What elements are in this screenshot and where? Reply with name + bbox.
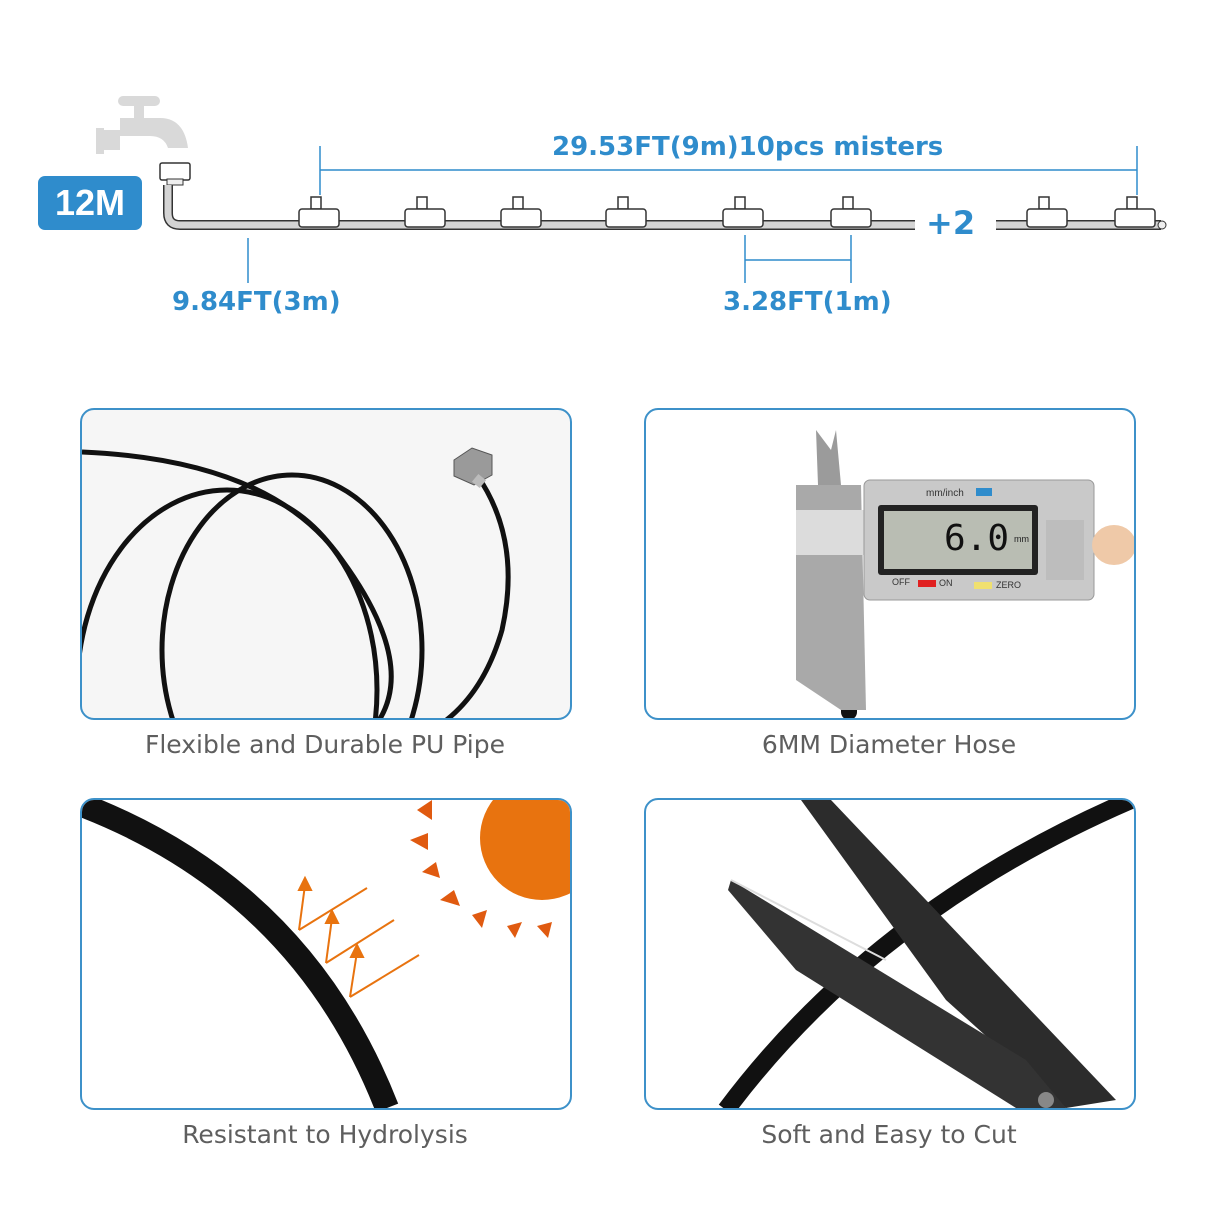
spacing-label: 3.28FT(1m)	[723, 287, 892, 317]
caliper-zero-label: ZERO	[996, 580, 1022, 590]
caliper-unit-toggle-label: mm/inch	[926, 488, 964, 499]
hose-nut-fitting-icon	[453, 447, 493, 489]
caliper-unit: mm	[1014, 534, 1029, 544]
length-badge: 12M	[38, 176, 142, 230]
caption-diameter: 6MM Diameter Hose	[761, 730, 1017, 759]
caption-easy-cut: Soft and Easy to Cut	[761, 1120, 1017, 1149]
sun-icon	[410, 800, 570, 938]
faucet-icon	[96, 96, 188, 154]
caption-flexible-hose: Flexible and Durable PU Pipe	[144, 730, 505, 759]
extra-count-label: +2	[926, 204, 976, 242]
hose-line-drawing	[96, 96, 1167, 283]
scissors-cutting-image	[718, 800, 1134, 1108]
panel-caliper: mm/inch 6.0 mm OFF ON ZERO	[644, 408, 1136, 720]
caliper-off-label: OFF	[892, 577, 910, 587]
mister-layout-diagram: 12M 29.53FT(9m)10pcs misters 9.84FT(3m) …	[0, 0, 1214, 340]
caliper-on-label: ON	[939, 578, 953, 588]
panel-easy-cut	[644, 798, 1136, 1110]
coiled-hose-image	[82, 447, 511, 718]
scissors-icon	[728, 800, 1116, 1108]
panel-hydrolysis	[80, 798, 572, 1110]
caliper-reading: 6.0	[944, 518, 1010, 559]
reflection-arrows-icon	[297, 875, 420, 998]
caption-hydrolysis: Resistant to Hydrolysis	[182, 1120, 468, 1149]
tee-connector-icon	[298, 196, 1156, 228]
caliper-image	[796, 430, 1134, 718]
total-span-label: 29.53FT(9m)10pcs misters	[552, 132, 944, 162]
lead-hose-label: 9.84FT(3m)	[172, 287, 341, 317]
panel-flexible-hose	[80, 408, 572, 720]
hydrolysis-image	[82, 800, 570, 1108]
